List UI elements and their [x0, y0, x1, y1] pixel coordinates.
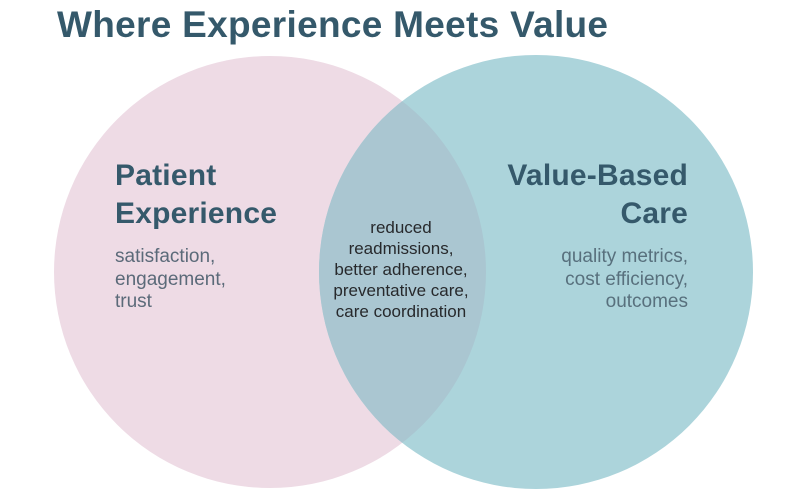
overlap-lens-shape: [319, 56, 486, 488]
page-title: Where Experience Meets Value: [57, 4, 609, 45]
overlap-text-line: care coordination: [335, 302, 467, 321]
overlap-text-line: readmissions,: [348, 239, 454, 258]
right-subtext-line: cost efficiency,: [565, 268, 688, 290]
left-subtext-line: engagement,: [115, 268, 226, 290]
left-heading-line: Patient: [115, 159, 217, 192]
left-subtext-line: satisfaction,: [115, 246, 216, 267]
right-subtext-line: outcomes: [605, 291, 688, 312]
left-circle-heading: Patient Experience: [115, 157, 315, 233]
right-circle-subtext: quality metrics, cost efficiency, outcom…: [448, 246, 688, 314]
overlap-label-group: reduced readmissions, better adherence, …: [306, 217, 496, 322]
left-heading-line: Experience: [115, 197, 278, 230]
right-circle-heading: Value-Based Care: [448, 157, 688, 233]
left-subtext-line: trust: [115, 291, 152, 312]
right-heading-line: Value-Based: [507, 159, 688, 192]
left-circle-subtext: satisfaction, engagement, trust: [115, 246, 315, 314]
right-circle-label-group: Value-Based Care quality metrics, cost e…: [448, 157, 688, 314]
right-heading-line: Care: [620, 197, 688, 230]
overlap-text-line: reduced: [370, 218, 432, 237]
right-subtext-line: quality metrics,: [561, 246, 688, 267]
left-circle-label-group: Patient Experience satisfaction, engagem…: [115, 157, 315, 314]
overlap-text-line: preventative care,: [333, 281, 469, 300]
overlap-text-line: better adherence,: [334, 260, 468, 279]
